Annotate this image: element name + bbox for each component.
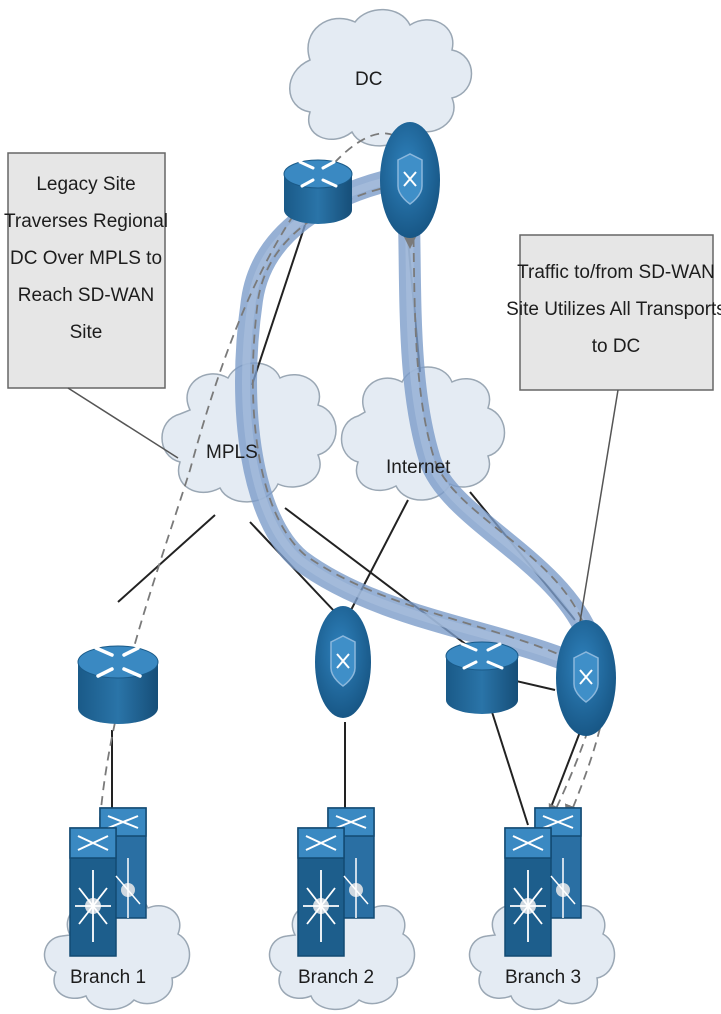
- dc-label: DC: [355, 69, 382, 90]
- callout-line: Reach SD-WAN: [18, 285, 155, 306]
- sdwan-callout: Traffic to/from SD-WAN Site Utilizes All…: [506, 234, 721, 623]
- callout-line: Traverses Regional: [4, 211, 168, 232]
- sdwan-transport-paths: [235, 169, 603, 679]
- callout-line: Site: [70, 322, 103, 343]
- callout-line: Legacy Site: [36, 174, 135, 195]
- mpls-label: MPLS: [206, 442, 258, 463]
- sdwan-edge-icon: [315, 606, 371, 718]
- callout-line: Site Utilizes All Transports: [506, 299, 721, 320]
- sdwan-edge-icon: [556, 620, 616, 736]
- branch3-label: Branch 3: [505, 967, 581, 988]
- sdwan-edge-icon: [380, 122, 440, 238]
- switch-stack-icon: [297, 807, 375, 957]
- dc-cloud: [289, 8, 473, 147]
- callout-line: Traffic to/from SD-WAN: [517, 262, 715, 283]
- callout-line: DC Over MPLS to: [10, 248, 162, 269]
- internet-label: Internet: [386, 457, 451, 478]
- router-icon: [445, 641, 519, 714]
- switch-stack-icon: [69, 807, 147, 957]
- router-icon: [283, 159, 353, 224]
- switch-stack-icon: [504, 807, 582, 957]
- legacy-callout: Legacy Site Traverses Regional DC Over M…: [4, 152, 179, 459]
- branch1-label: Branch 1: [70, 967, 146, 988]
- router-icon: [77, 645, 159, 724]
- callout-line: to DC: [592, 336, 641, 357]
- branch2-label: Branch 2: [298, 967, 374, 988]
